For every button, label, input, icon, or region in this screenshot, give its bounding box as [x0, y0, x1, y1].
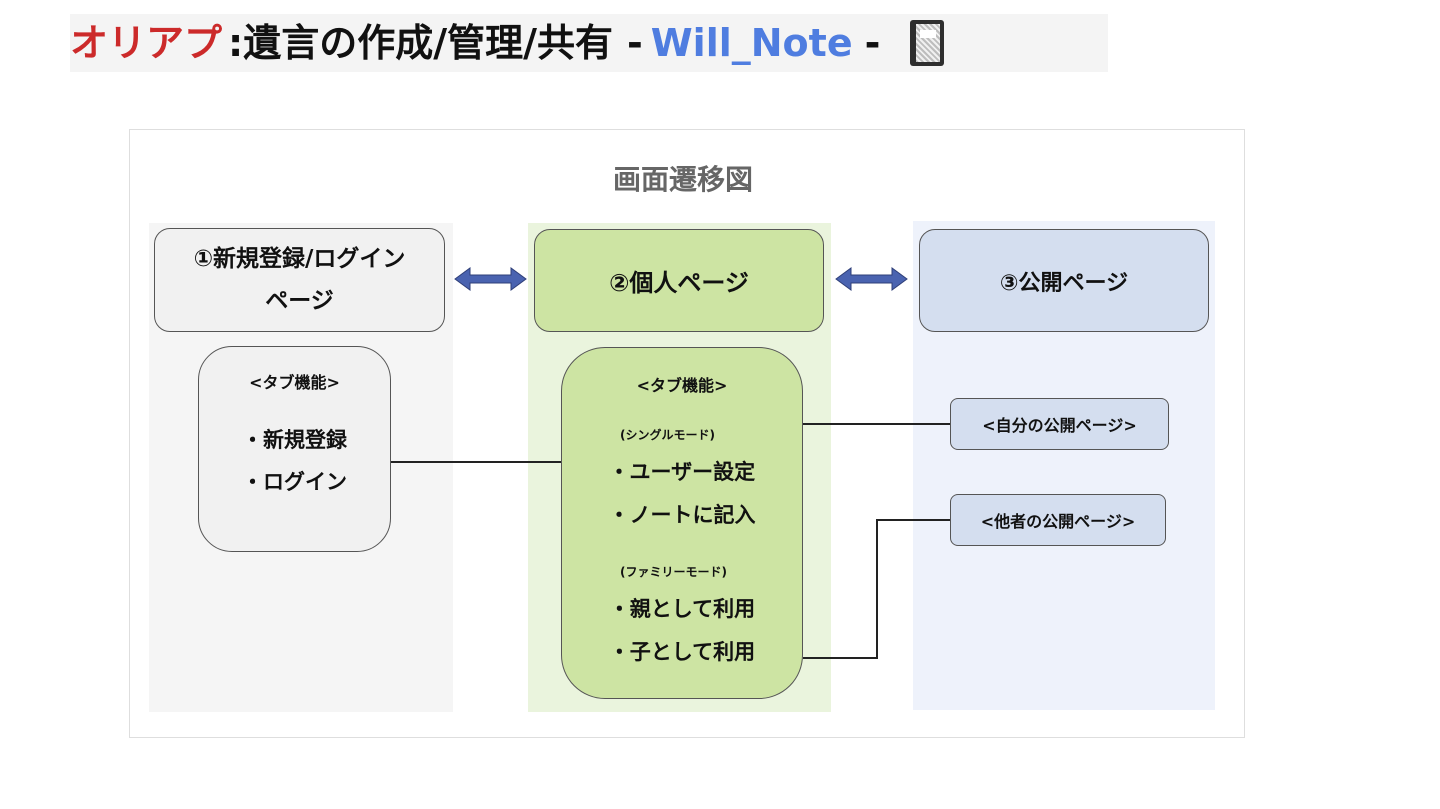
own-public-page-box: <自分の公開ページ>	[950, 398, 1169, 450]
title-separator-2: -	[864, 21, 881, 65]
diagram-title: 画面遷移図	[612, 163, 753, 196]
page-title: :遺言の作成/管理/共有	[228, 21, 613, 65]
others-public-page-label: <他者の公開ページ>	[980, 512, 1136, 531]
personal-page-box: ②個人ページ	[534, 229, 824, 332]
login-page-box: ①新規登録/ログイン ページ	[154, 228, 445, 332]
notebook-icon	[910, 20, 945, 66]
login-tab-features: <タブ機能> ・新規登録 ・ログイン	[198, 346, 391, 552]
personal-page-label: ②個人ページ	[609, 269, 749, 297]
double-arrow-1-2	[454, 267, 527, 291]
own-public-page-label: <自分の公開ページ>	[982, 416, 1137, 435]
feature-signup: ・新規登録	[242, 428, 347, 452]
feature-use-as-child: ・子として利用	[608, 640, 756, 664]
product-name: Will_Note	[650, 21, 853, 65]
feature-user-settings: ・ユーザー設定	[608, 460, 756, 484]
public-page-box: ③公開ページ	[919, 229, 1209, 332]
double-arrow-2-3	[835, 267, 908, 291]
feature-write-note: ・ノートに記入	[608, 503, 756, 527]
others-public-page-box: <他者の公開ページ>	[950, 494, 1166, 546]
family-mode-label: (ファミリーモード)	[620, 565, 727, 579]
tab-features-heading: <タブ機能>	[636, 376, 728, 395]
personal-tab-features: <タブ機能> (シングルモード) ・ユーザー設定 ・ノートに記入 (ファミリーモ…	[561, 347, 803, 699]
tab-features-heading: <タブ機能>	[249, 373, 340, 392]
app-label: オリアプ	[70, 21, 223, 65]
title-banner: オリアプ :遺言の作成/管理/共有 - Will_Note -	[70, 14, 1108, 72]
feature-login: ・ログイン	[242, 470, 347, 494]
connector-tab2-others-public	[803, 519, 950, 659]
login-page-label-line2: ページ	[265, 288, 334, 314]
public-page-label: ③公開ページ	[999, 270, 1129, 296]
single-mode-label: (シングルモード)	[620, 428, 715, 442]
login-page-label-line1: ①新規登録/ログイン	[193, 246, 406, 272]
title-separator: -	[626, 21, 643, 65]
feature-use-as-parent: ・親として利用	[608, 597, 756, 621]
